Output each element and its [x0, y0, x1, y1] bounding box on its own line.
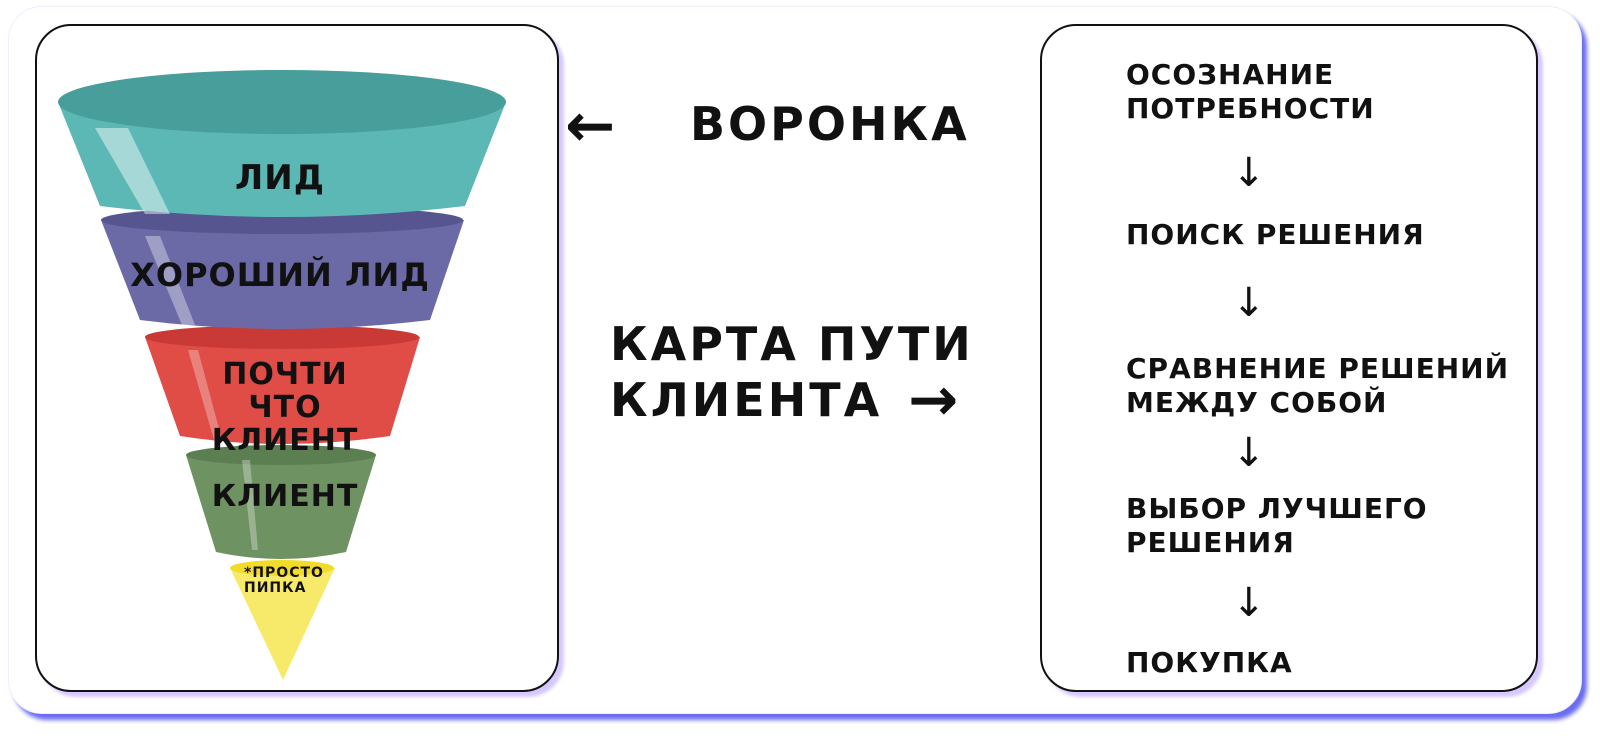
journey-step-2: ПОИСК РЕШЕНИЯ [1126, 218, 1425, 251]
funnel-stage-4-top [186, 445, 376, 465]
arrow-left: ← [565, 91, 619, 161]
funnel-stage-2-label: ХОРОШИЙ ЛИД [130, 256, 430, 294]
funnel-stage-3-label: ПОЧТИ ЧТО КЛИЕНТ [211, 357, 359, 458]
funnel-stage-5-shape [230, 568, 335, 680]
funnel-stage-3-shape [145, 337, 420, 444]
funnel-stage-5-top [230, 560, 334, 576]
funnel-stage-1-label: ЛИД [235, 158, 325, 198]
journey-title-line-1: КАРТА ПУТИ [610, 317, 974, 371]
down-arrow-icon: ↓ [1232, 580, 1266, 626]
funnel-stage-1-top [58, 70, 506, 134]
funnel-stage-5-label: *ПРОСТО ПИПКА [244, 565, 324, 597]
journey-panel [1040, 24, 1538, 692]
journey-step-3: СРАВНЕНИЕ РЕШЕНИЙ МЕЖДУ СОБОЙ [1126, 352, 1510, 419]
funnel-title: ВОРОНКА [690, 97, 970, 151]
down-arrow-icon: ↓ [1232, 430, 1266, 476]
funnel-stage-2-shape [101, 220, 464, 329]
funnel-stage-4-label: КЛИЕНТ [211, 479, 359, 514]
journey-title-line-2: КЛИЕНТА [610, 373, 883, 427]
journey-step-4: ВЫБОР ЛУЧШЕГО РЕШЕНИЯ [1126, 492, 1428, 559]
down-arrow-icon: ↓ [1232, 280, 1266, 326]
arrow-right: → [908, 365, 962, 435]
funnel-stage-1-shape [58, 102, 506, 217]
funnel-stage-3-top [145, 325, 419, 349]
funnel-stage-4-shape [186, 455, 376, 559]
down-arrow-icon: ↓ [1232, 150, 1266, 196]
journey-step-1: ОСОЗНАНИЕ ПОТРЕБНОСТИ [1126, 58, 1375, 125]
journey-step-5: ПОКУПКА [1126, 646, 1293, 679]
